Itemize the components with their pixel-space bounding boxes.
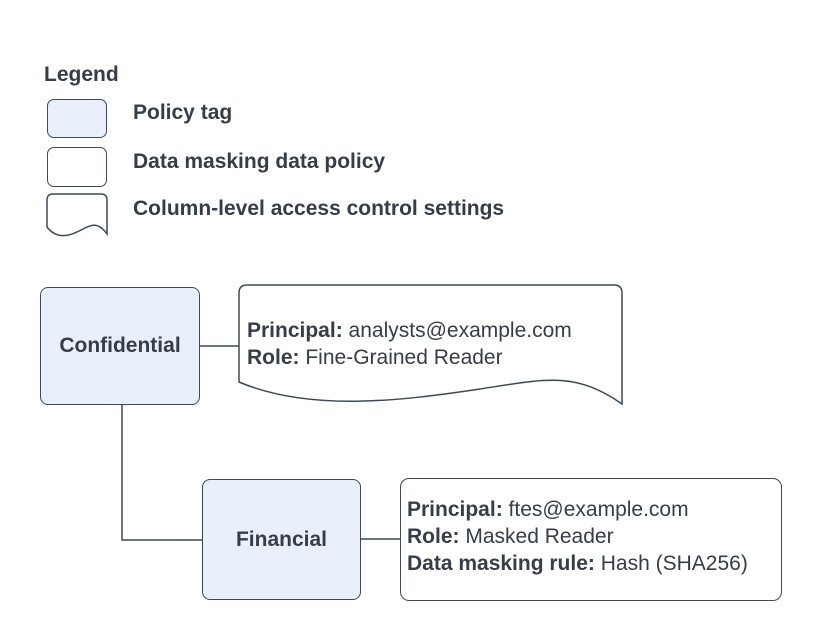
masking-rule-line: Data masking rule: Hash (SHA256)	[407, 550, 748, 577]
legend-title: Legend	[44, 63, 119, 86]
connector-confidential-to-financial	[121, 405, 202, 541]
policy-tag-confidential: Confidential	[40, 287, 200, 405]
legend-swatch-column-access-shape	[46, 193, 108, 237]
access-note-role-value: Fine-Grained Reader	[305, 346, 503, 369]
masking-rule-label: Data masking rule:	[407, 552, 595, 575]
legend-label-column-access: Column-level access control settings	[133, 197, 505, 220]
legend-swatch-policy-tag	[47, 99, 107, 138]
legend-swatch-data-masking-policy	[47, 147, 107, 187]
legend-label-data-masking-policy: Data masking data policy	[133, 150, 386, 173]
access-note-role-label: Role:	[247, 346, 300, 369]
access-note-principal-value: analysts@example.com	[348, 319, 572, 342]
policy-tag-confidential-label: Confidential	[59, 334, 181, 357]
data-masking-policy-text: Principal: ftes@example.com Role: Masked…	[407, 496, 748, 577]
column-access-settings-shape	[238, 284, 623, 406]
policy-tag-financial-label: Financial	[235, 527, 328, 551]
legend-label-policy-tag: Policy tag	[133, 101, 233, 124]
masking-role-value: Masked Reader	[465, 525, 614, 548]
masking-principal-line: Principal: ftes@example.com	[407, 496, 748, 523]
policy-tag-financial: Financial	[202, 479, 361, 600]
access-note-principal-line: Principal: analysts@example.com	[247, 317, 572, 344]
access-note-role-line: Role: Fine-Grained Reader	[247, 344, 572, 371]
masking-principal-value: ftes@example.com	[508, 498, 689, 521]
column-access-settings-text: Principal: analysts@example.com Role: Fi…	[247, 317, 572, 371]
masking-principal-label: Principal:	[407, 498, 503, 521]
data-masking-policy-box	[400, 478, 782, 601]
masking-rule-value: Hash (SHA256)	[600, 552, 748, 575]
masking-role-line: Role: Masked Reader	[407, 523, 748, 550]
access-note-principal-label: Principal:	[247, 319, 343, 342]
masking-role-label: Role:	[407, 525, 460, 548]
